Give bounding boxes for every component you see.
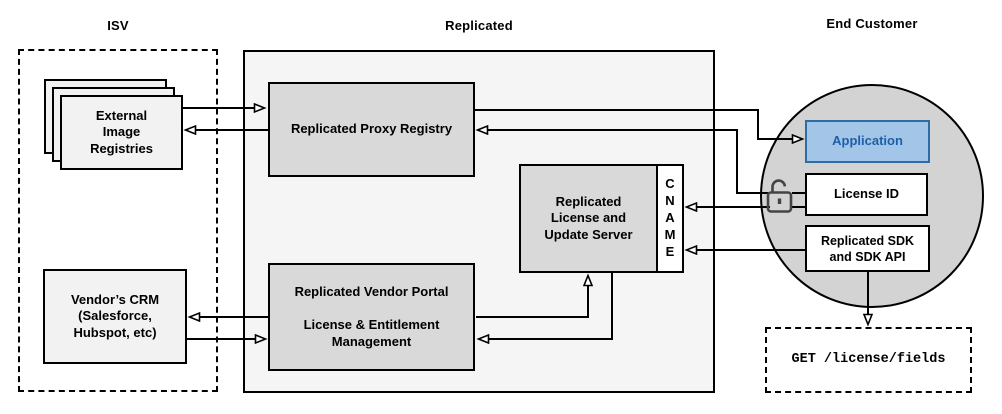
replicated-proxy-registry-node: Replicated Proxy Registry	[268, 82, 475, 177]
get-license-fields-node: GET /license/fields	[765, 327, 972, 393]
arrow-license-server-to-portal	[479, 273, 613, 339]
section-title-end-customer: End Customer	[826, 16, 918, 31]
arrow-license-id-to-proxy	[478, 130, 770, 194]
section-title-isv: ISV	[107, 18, 129, 33]
external-image-registries-node: External Image Registries	[60, 95, 183, 170]
license-id-node: License ID	[805, 173, 928, 216]
arrow-proxy-to-application	[475, 109, 802, 139]
application-node: Application	[805, 120, 930, 163]
section-title-replicated: Replicated	[445, 18, 513, 33]
arrow-portal-to-license-server	[476, 276, 588, 318]
replicated-sdk-node: Replicated SDK and SDK API	[805, 225, 930, 272]
vendors-crm-node: Vendor’s CRM (Salesforce, Hubspot, etc)	[43, 269, 187, 364]
cname-node: C N A M E	[656, 164, 684, 273]
replicated-license-update-server-node: Replicated License and Update Server	[519, 164, 658, 273]
open-padlock-icon	[766, 179, 793, 213]
isv-boundary-box	[18, 49, 218, 392]
replicated-vendor-portal-node: Replicated Vendor Portal License & Entit…	[268, 263, 475, 371]
